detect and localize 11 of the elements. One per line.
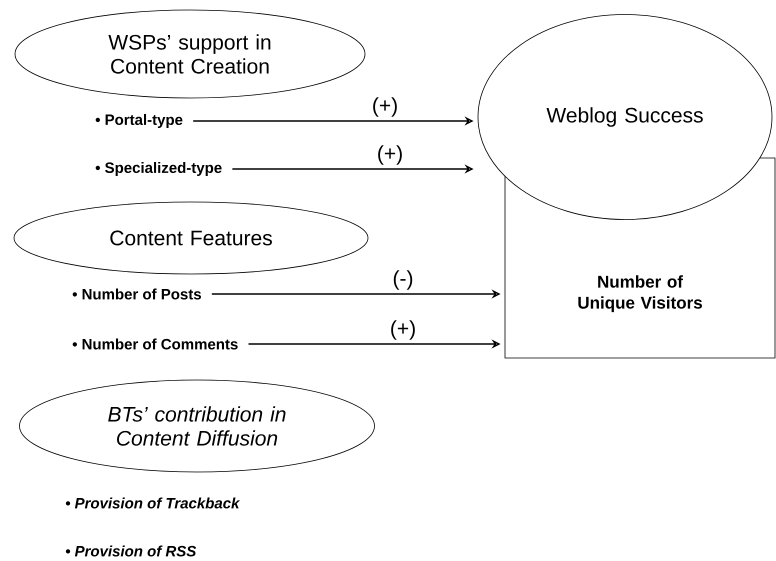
edge-label: (-): [392, 269, 414, 291]
node-label: Weblog Success: [546, 107, 703, 127]
edge-label: (+): [376, 144, 404, 166]
bullet-item: • Provision of RSS: [66, 545, 196, 556]
bullet-item: • Provision of Trackback: [66, 497, 240, 508]
bullet-item: • Portal-type: [96, 114, 182, 128]
bullet-item: • Specialized-type: [96, 162, 222, 176]
edge-label: (+): [388, 319, 418, 341]
bullet-item: • Number of Comments: [72, 338, 238, 350]
edge-label: (+): [370, 96, 400, 118]
bullet-item: • Number of Posts: [72, 288, 201, 300]
